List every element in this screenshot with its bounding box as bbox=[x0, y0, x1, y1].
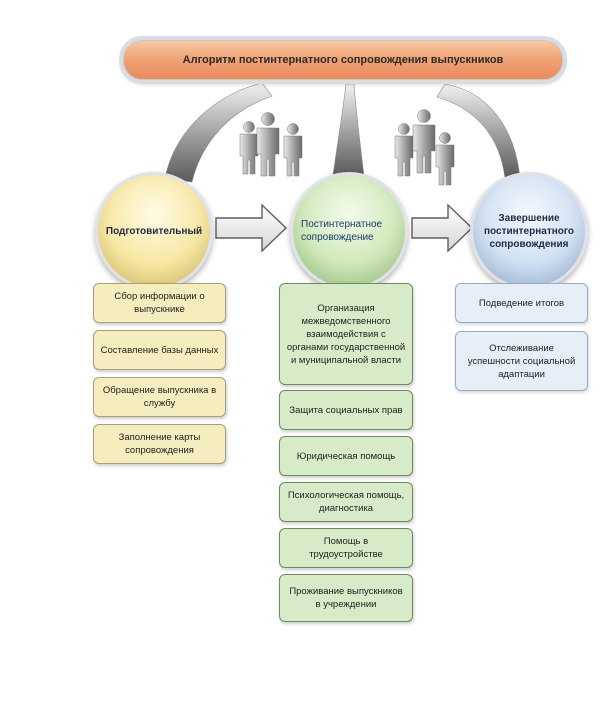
step-box: Сбор информации о выпускнике bbox=[93, 283, 226, 323]
curved-arrow-icon bbox=[332, 83, 365, 177]
stage-completion: Завершение постинтернатного сопровождени… bbox=[470, 172, 588, 290]
people-group-icon bbox=[394, 109, 455, 186]
step-box: Юридическая помощь bbox=[279, 436, 413, 476]
stage-label: Завершение постинтернатного сопровождени… bbox=[483, 212, 575, 250]
block-arrow-right-icon bbox=[411, 203, 474, 253]
step-box: Заполнение карты сопровождения bbox=[93, 424, 226, 464]
step-box: Подведение итогов bbox=[455, 283, 588, 323]
people-group-icon bbox=[239, 112, 303, 177]
stage-preparatory: Подготовительный bbox=[95, 172, 213, 290]
step-box: Составление базы данных bbox=[93, 330, 226, 370]
step-box: Организация межведомственного взаимодейс… bbox=[279, 283, 413, 385]
stage-label: Постинтернатное сопровождение bbox=[301, 219, 383, 243]
step-box: Защита социальных прав bbox=[279, 390, 413, 430]
step-box: Помощь в трудоустройстве bbox=[279, 528, 413, 568]
block-arrow-right-icon bbox=[215, 203, 288, 253]
step-box: Психологическая помощь, диагностика bbox=[279, 482, 413, 522]
stage-label: Подготовительный bbox=[105, 225, 203, 237]
diagram-title: Алгоритм постинтернатного сопровождения … bbox=[123, 40, 563, 80]
stage-postboarding-support: Постинтернатное сопровождение bbox=[290, 172, 408, 290]
step-box: Отслеживание успешности социальной адапт… bbox=[455, 331, 588, 391]
curved-arrow-icon bbox=[164, 82, 273, 183]
step-box: Обращение выпускника в службу bbox=[93, 377, 226, 417]
step-box: Проживание выпускников в учреждении bbox=[279, 574, 413, 622]
